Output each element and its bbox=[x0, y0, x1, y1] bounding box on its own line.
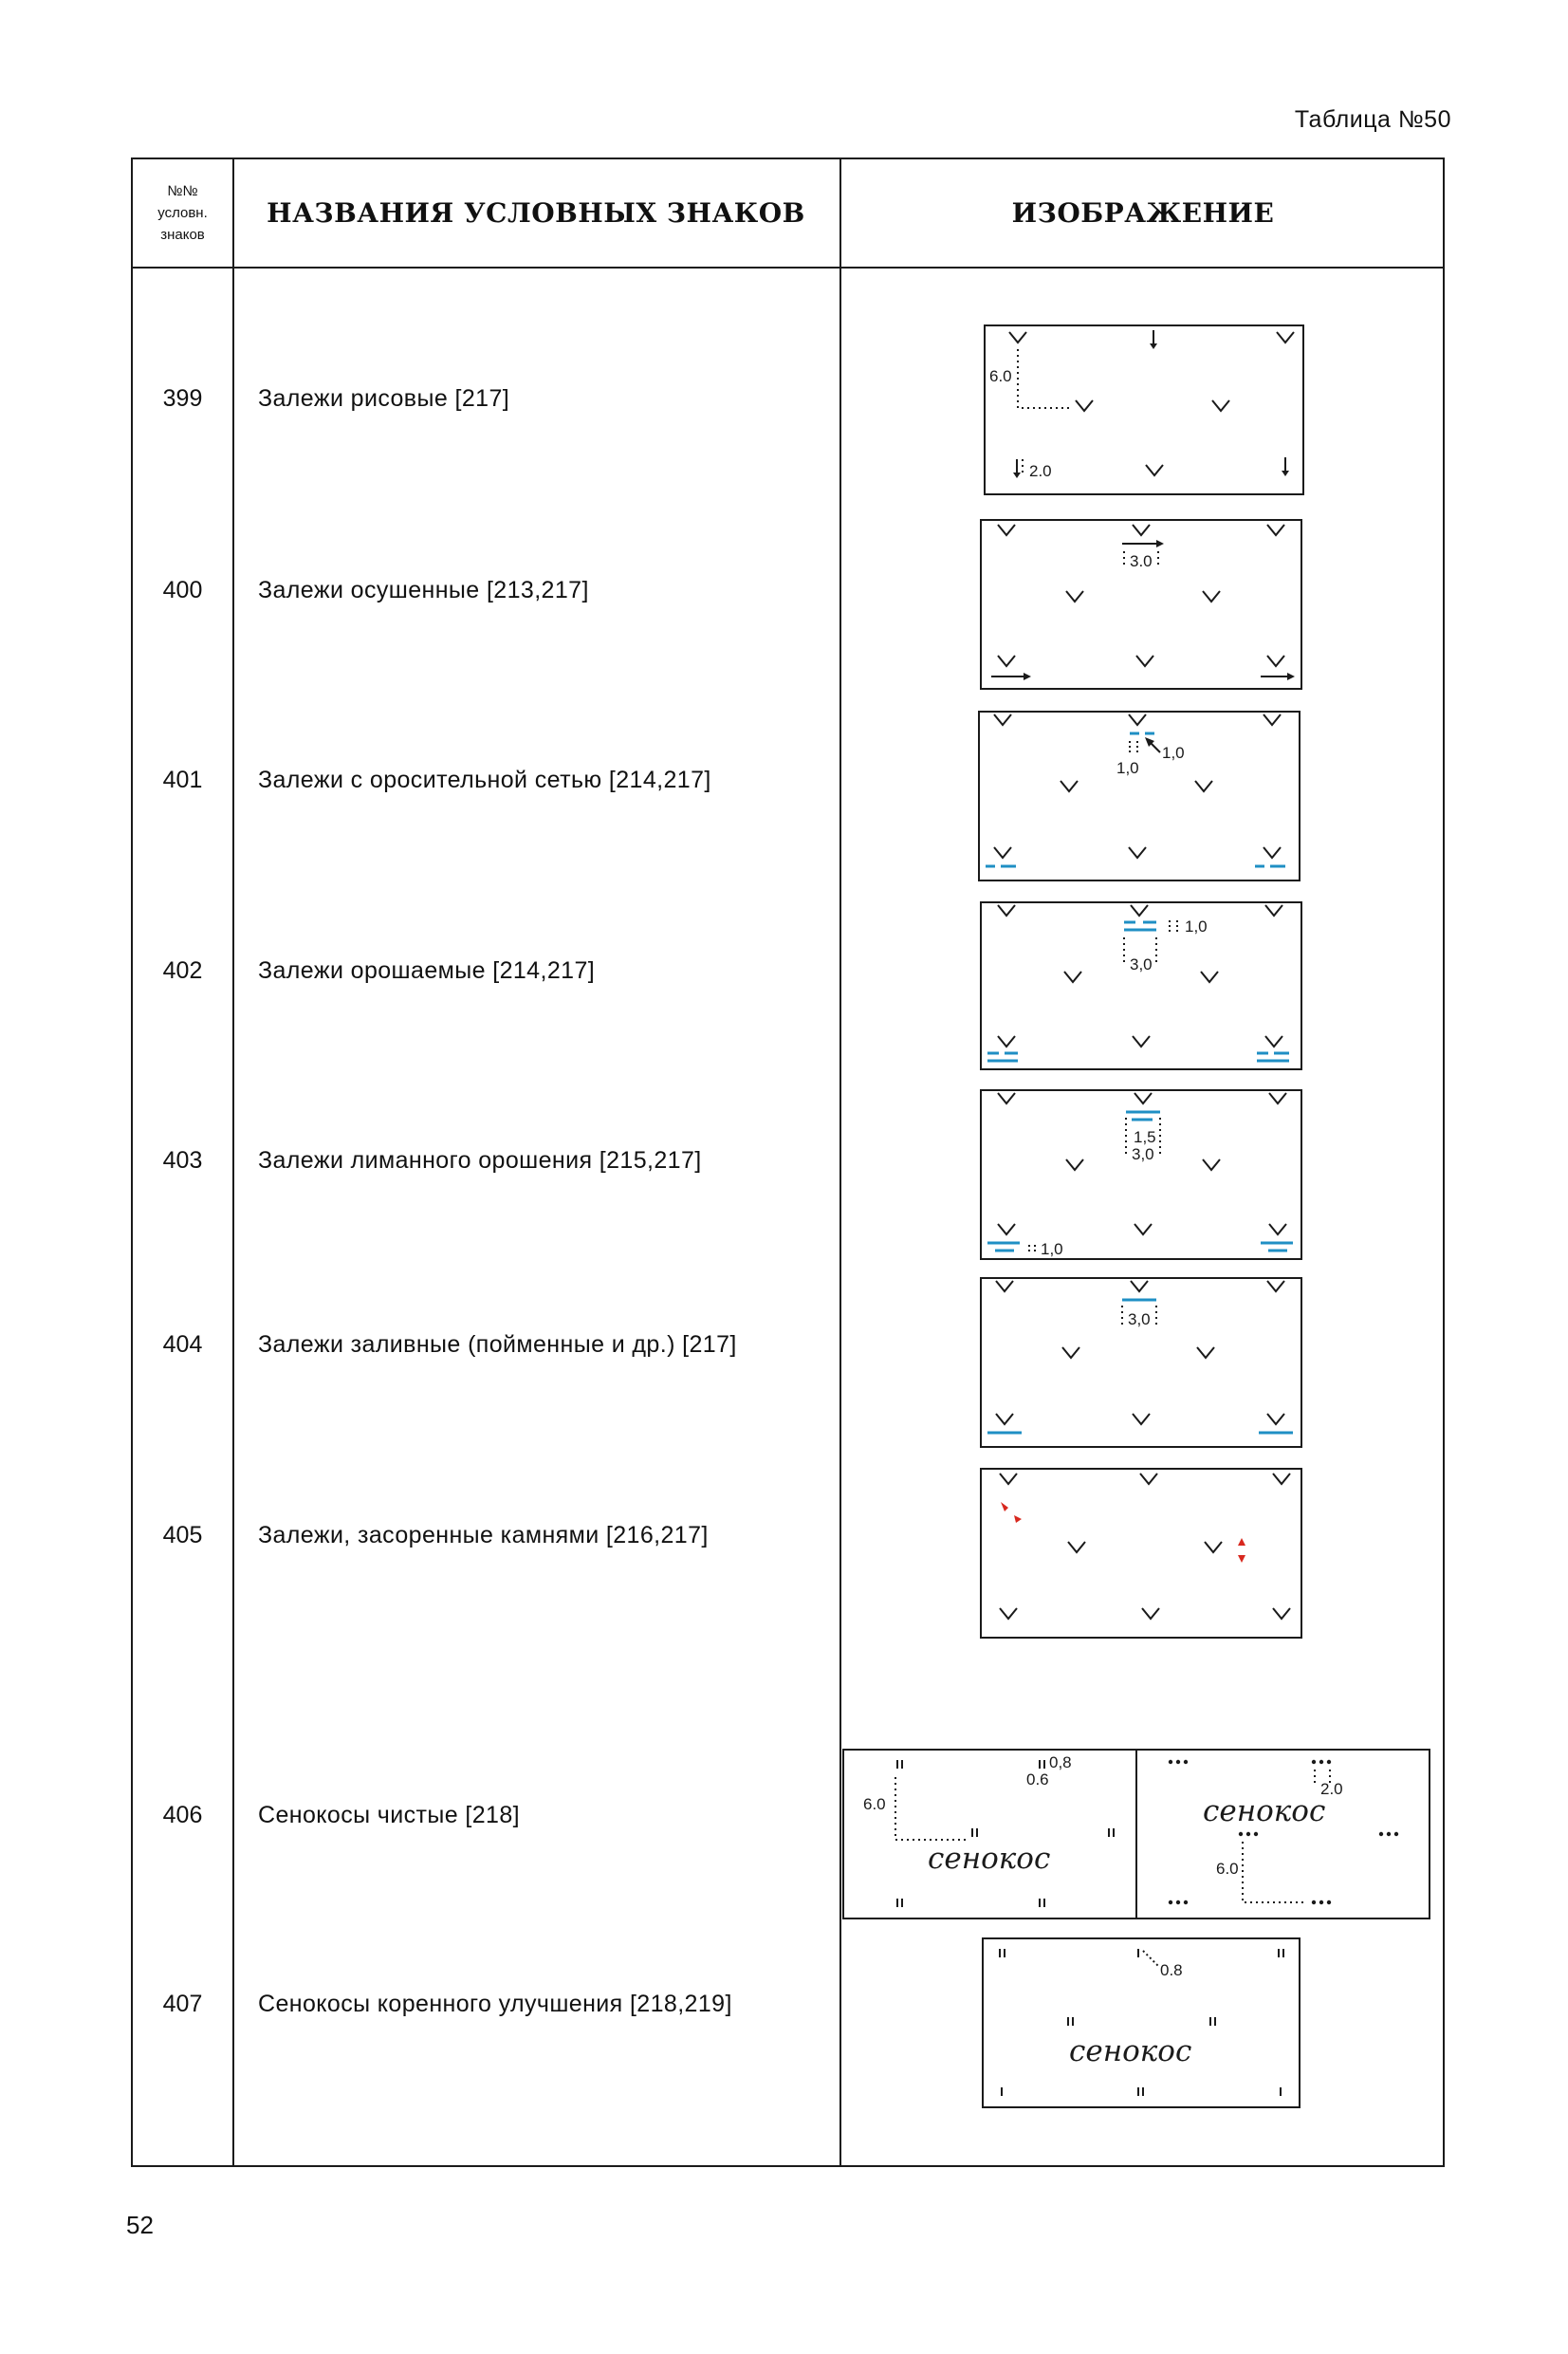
symbol-403: 1,5 3,0 1,0 bbox=[980, 1089, 1302, 1260]
table-label: Таблица №50 bbox=[1294, 106, 1451, 133]
dimension-label: 1,0 bbox=[1162, 744, 1185, 762]
row-name: Залежи рисовые [217] bbox=[258, 385, 510, 412]
row-name: Сенокосы чистые [218] bbox=[258, 1802, 520, 1828]
header-image-column: ИЗОБРАЖЕНИЕ bbox=[1011, 197, 1275, 229]
row-name: Залежи орошаемые [214,217] bbox=[258, 957, 596, 984]
column-divider bbox=[232, 159, 234, 2165]
row-number: 404 bbox=[162, 1331, 203, 1358]
row-name: Залежи, засоренные камнями [216,217] bbox=[258, 1522, 709, 1548]
symbol-404: 3,0 bbox=[980, 1277, 1302, 1448]
legend-table: №№ условн. знаков НАЗВАНИЯ УСЛОВНЫХ ЗНАК… bbox=[131, 158, 1445, 2167]
header-name-column: НАЗВАНИЯ УСЛОВНЫХ ЗНАКОВ bbox=[267, 197, 805, 229]
dimension-label: 0.8 bbox=[1160, 1961, 1183, 1979]
dimension-label: 0.6 bbox=[1026, 1770, 1049, 1789]
dimension-label: 1,5 bbox=[1134, 1128, 1156, 1146]
dimension-label: 3,0 bbox=[1132, 1145, 1154, 1163]
column-divider bbox=[839, 159, 841, 2165]
row-number: 406 bbox=[162, 1802, 203, 1828]
header-number-column: №№ условн. знаков bbox=[157, 183, 208, 243]
symbol-402: 1,0 3,0 bbox=[980, 901, 1302, 1070]
dimension-label: 1,0 bbox=[1116, 759, 1139, 777]
symbol-405 bbox=[980, 1468, 1302, 1639]
row-name: Залежи осушенные [213,217] bbox=[258, 577, 589, 603]
dimension-label: 1,0 bbox=[1041, 1240, 1063, 1258]
symbol-407: 0.8 сенокос bbox=[982, 1937, 1301, 2108]
row-number: 407 bbox=[162, 1991, 203, 2017]
symbol-400: 3.0 bbox=[980, 519, 1302, 690]
dimension-label: 3,0 bbox=[1130, 955, 1153, 973]
row-number: 403 bbox=[162, 1147, 203, 1174]
row-name: Залежи заливные (пойменные и др.) [217] bbox=[258, 1331, 737, 1358]
symbol-399: 6.0 2.0 bbox=[984, 324, 1304, 495]
dimension-label: 3,0 bbox=[1128, 1310, 1151, 1328]
hayfield-label: сенокос bbox=[1203, 1794, 1325, 1828]
dimension-label: 6.0 bbox=[1216, 1860, 1239, 1878]
dimension-label: 1,0 bbox=[1185, 918, 1208, 936]
header-divider bbox=[133, 267, 1443, 269]
symbol-401: 1,0 1,0 bbox=[978, 711, 1301, 881]
dimension-label: 6.0 bbox=[989, 367, 1012, 385]
row-name: Залежи лиманного орошения [215,217] bbox=[258, 1147, 702, 1174]
dimension-label: 3.0 bbox=[1130, 552, 1153, 570]
row-number: 405 bbox=[162, 1522, 203, 1548]
row-number: 399 bbox=[162, 385, 203, 412]
dimension-label: 2.0 bbox=[1029, 462, 1052, 480]
dimension-label: 0,8 bbox=[1049, 1753, 1072, 1771]
symbol-406: 0,8 0.6 6.0 сенокос 2.0 6.0 сенокос bbox=[842, 1749, 1430, 1919]
page-number: 52 bbox=[126, 2211, 154, 2239]
hayfield-label: сенокос bbox=[1069, 2034, 1191, 2068]
dimension-label: 2.0 bbox=[1320, 1780, 1343, 1798]
row-number: 401 bbox=[162, 767, 203, 793]
hayfield-label: сенокос bbox=[928, 1842, 1050, 1876]
dimension-label: 6.0 bbox=[863, 1795, 886, 1813]
row-name: Залежи с оросительной сетью [214,217] bbox=[258, 767, 711, 793]
row-number: 402 bbox=[162, 957, 203, 984]
row-number: 400 bbox=[162, 577, 203, 603]
row-name: Сенокосы коренного улучшения [218,219] bbox=[258, 1991, 732, 2017]
